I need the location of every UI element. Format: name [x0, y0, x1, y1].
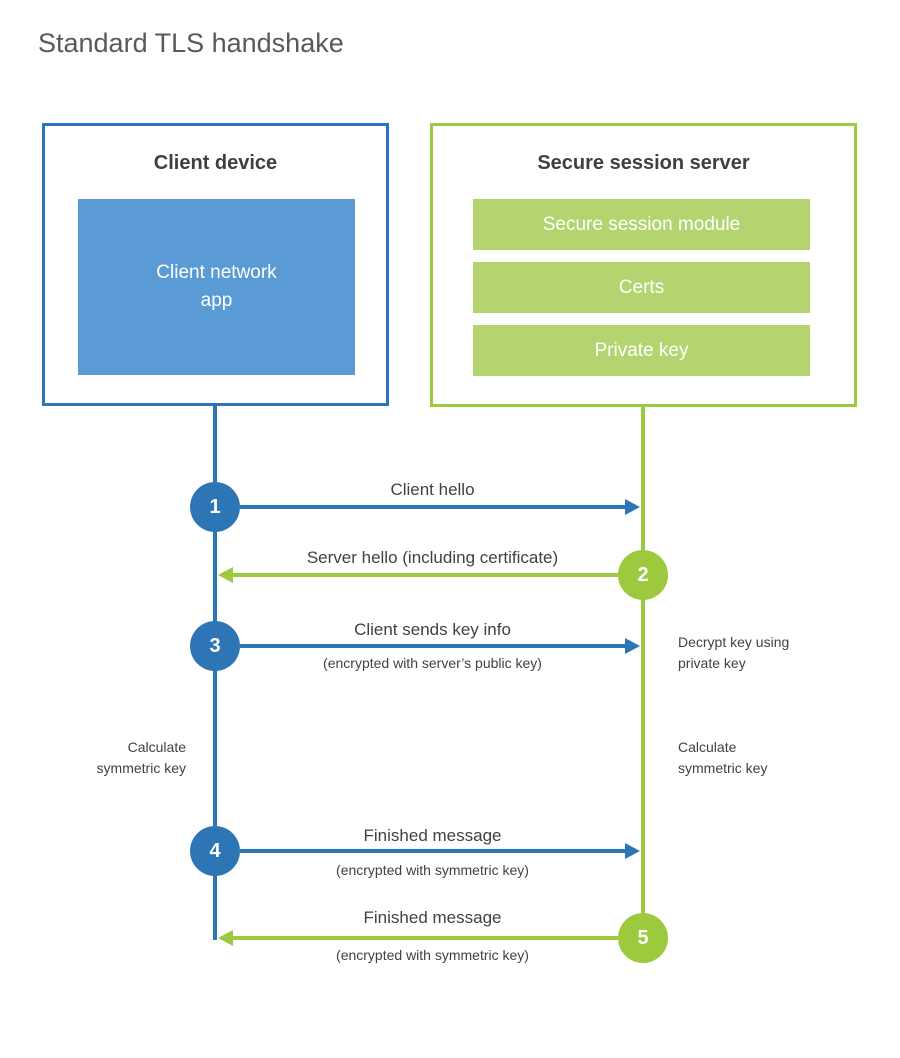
step-4-sublabel: (encrypted with symmetric key) — [336, 862, 529, 878]
server-box: Secure session server Secure session mod… — [430, 123, 857, 407]
client-lifeline — [213, 405, 217, 940]
step-5-circle: 5 — [618, 913, 668, 963]
client-network-app-label: Client network app — [156, 262, 277, 311]
step-2-arrow — [218, 567, 618, 583]
step-4-circle: 4 — [190, 826, 240, 876]
step-4-arrow — [240, 843, 640, 859]
arrowhead-right-icon — [625, 499, 640, 515]
step-3-arrow — [240, 638, 640, 654]
note-calculate-symmetric-key-server: Calculate symmetric key — [678, 739, 768, 776]
server-heading: Secure session server — [537, 152, 750, 174]
client-device-box: Client device Client network app — [42, 123, 389, 406]
arrowhead-right-icon — [625, 638, 640, 654]
server-module-secure-session: Secure session module — [473, 199, 810, 250]
client-device-heading: Client device — [153, 152, 278, 174]
step-3-circle: 3 — [190, 621, 240, 671]
note-calculate-symmetric-key-client: Calculate symmetric key — [96, 739, 186, 776]
arrowhead-left-icon — [218, 567, 233, 583]
step-2-label: Server hello (including certificate) — [306, 548, 559, 567]
step-5-label: Finished message — [363, 908, 502, 927]
step-1-circle: 1 — [190, 482, 240, 532]
arrowhead-right-icon — [625, 843, 640, 859]
arrowhead-left-icon — [218, 930, 233, 946]
step-1-label: Client hello — [390, 480, 475, 499]
step-2-circle: 2 — [618, 550, 668, 600]
step-3-sublabel: (encrypted with server’s public key) — [323, 655, 542, 671]
server-module-private-key: Private key — [473, 325, 810, 376]
page-title: Standard TLS handshake — [38, 28, 344, 58]
step-1-arrow — [240, 499, 640, 515]
step-4-label: Finished message — [363, 826, 502, 845]
server-module-certs: Certs — [473, 262, 810, 313]
step-3-label: Client sends key info — [354, 620, 511, 639]
server-lifeline — [641, 404, 645, 940]
note-decrypt-key: Decrypt key using private key — [678, 634, 790, 671]
client-network-app-box: Client network app — [78, 199, 355, 375]
step-5-arrow — [218, 930, 618, 946]
step-5-sublabel: (encrypted with symmetric key) — [336, 947, 529, 963]
